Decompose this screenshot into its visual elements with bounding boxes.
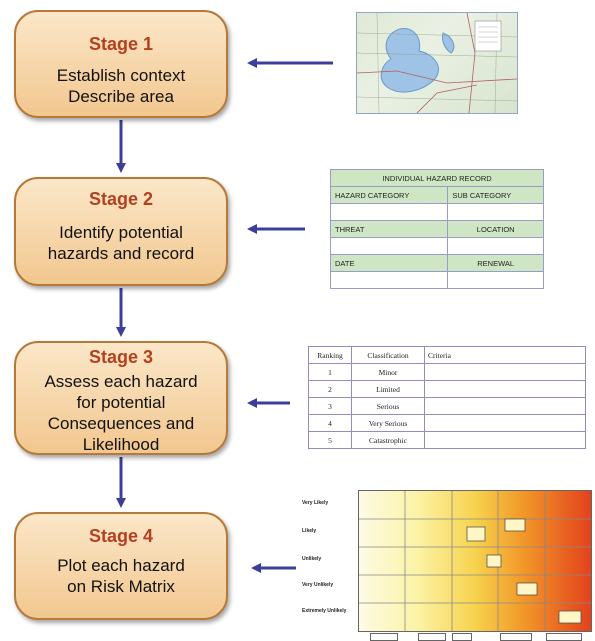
classification-cell: Very Serious: [351, 414, 425, 432]
table-row: 5 Catastrophic: [308, 431, 586, 449]
classification-cell: Limited: [351, 380, 425, 398]
stage-4-title: Stage 4: [88, 526, 154, 546]
criteria-cell: [424, 431, 586, 449]
stage-2-box: Stage 2 Identify potential hazards and r…: [14, 177, 228, 286]
ranking-cell: 5: [308, 431, 352, 449]
axis-label-box: [418, 633, 446, 641]
threat-cell: [329, 237, 449, 255]
ranking-cell: 3: [308, 397, 352, 415]
axis-label-box: [500, 633, 532, 641]
classification-header: Classification: [351, 346, 425, 364]
criteria-cell: [424, 380, 586, 398]
hazard-category-label: HAZARD CATEGORY: [329, 186, 449, 204]
stage-4-text: Plot each hazard on Risk Matrix: [57, 556, 185, 596]
stage-3-text: Assess each hazard for potential Consequ…: [44, 372, 198, 454]
row-label-very-unlikely: Very Unlikely: [302, 582, 334, 588]
hazard-marker: [466, 526, 486, 542]
classification-cell: Serious: [351, 397, 425, 415]
row-label-unlikely: Unlikely: [302, 556, 322, 562]
axis-label-box: [452, 633, 472, 641]
hazard-marker: [486, 554, 502, 568]
row-label-likely: Likely: [302, 528, 317, 534]
row-label-extremely-unlikely: Extremely Unlikely: [302, 608, 347, 614]
stage-4-box: Stage 4 Plot each hazard on Risk Matrix: [14, 512, 228, 620]
stage-3-title: Stage 3: [88, 347, 154, 367]
hazard-record-title: INDIVIDUAL HAZARD RECORD: [330, 169, 544, 187]
row-label-very-likely: Very Likely: [302, 500, 329, 506]
ranking-header: Ranking: [308, 346, 352, 364]
criteria-cell: [424, 363, 586, 381]
area-map-image: [356, 12, 518, 114]
table-row: 3 Serious: [308, 397, 586, 415]
date-cell: [329, 271, 449, 289]
hazard-marker: [558, 610, 582, 624]
hazard-category-cell: [329, 203, 449, 221]
stage-1-box: Stage 1 Establish context Describe area: [14, 10, 228, 118]
map-drawing: [357, 13, 517, 113]
stage-3-box: Stage 3 Assess each hazard for potential…: [14, 341, 228, 455]
threat-label: THREAT: [329, 220, 449, 238]
consequence-classification-table: Ranking Classification Criteria 1 Minor …: [308, 346, 586, 449]
axis-label-box: [370, 633, 398, 641]
risk-matrix-lines: [359, 491, 591, 631]
risk-matrix-grid: [358, 490, 592, 632]
criteria-cell: [424, 414, 586, 432]
hazard-marker: [504, 518, 526, 532]
axis-label-box: [546, 633, 582, 641]
table-row: 4 Very Serious: [308, 414, 586, 432]
ranking-cell: 1: [308, 363, 352, 381]
location-label: LOCATION: [447, 220, 544, 238]
stage-1-text: Establish context Describe area: [56, 66, 186, 106]
renewal-label: RENEWAL: [447, 254, 544, 272]
hazard-record-form: INDIVIDUAL HAZARD RECORD HAZARD CATEGORY…: [329, 169, 544, 289]
table-row: 1 Minor: [308, 363, 586, 381]
hazard-marker: [516, 582, 538, 596]
renewal-cell: [447, 271, 544, 289]
ranking-cell: 2: [308, 380, 352, 398]
stage-2-title: Stage 2: [88, 189, 154, 209]
sub-category-cell: [447, 203, 544, 221]
stage-2-text: Identify potential hazards and record: [47, 223, 195, 263]
classification-cell: Catastrophic: [351, 431, 425, 449]
criteria-cell: [424, 397, 586, 415]
classification-cell: Minor: [351, 363, 425, 381]
criteria-header: Criteria: [424, 346, 586, 364]
risk-matrix-image: Very Likely Likely Unlikely Very Unlikel…: [300, 490, 592, 641]
date-label: DATE: [329, 254, 449, 272]
ranking-cell: 4: [308, 414, 352, 432]
location-cell: [447, 237, 544, 255]
table-row: 2 Limited: [308, 380, 586, 398]
stage-1-title: Stage 1: [88, 34, 154, 54]
sub-category-label: SUB CATEGORY: [447, 186, 544, 204]
